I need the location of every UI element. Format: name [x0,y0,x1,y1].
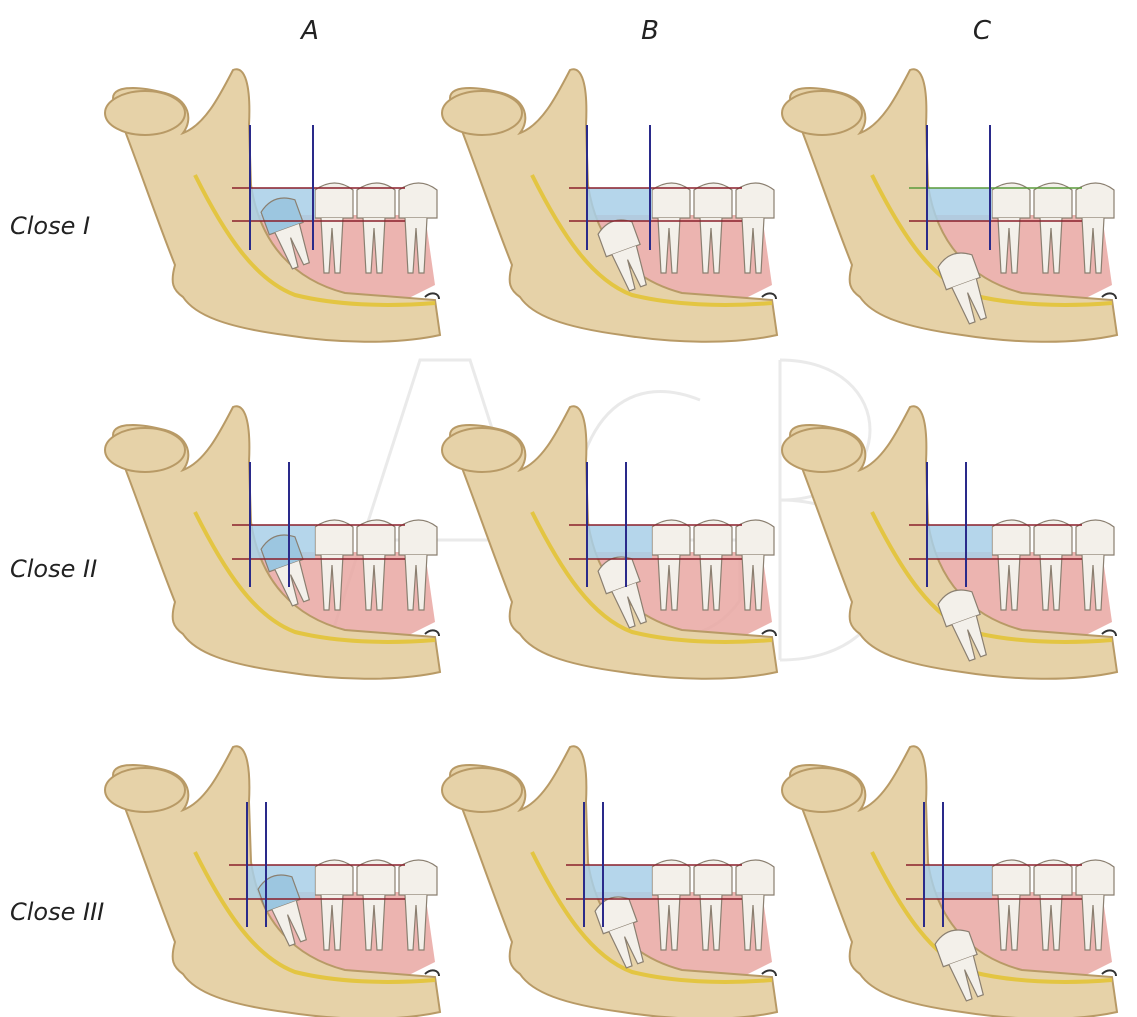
ramus-space [924,865,992,899]
ramus-space [927,188,992,221]
condyle [442,768,522,812]
jaw-panel-class-iii-b [442,746,777,1017]
mental-foramen [1102,970,1116,976]
jaw-panel-class-ii-b [442,406,777,679]
condyle [782,91,862,135]
jaw-panel-class-ii-c [782,406,1117,679]
mental-foramen [1102,293,1116,299]
mental-foramen [425,970,439,976]
mental-foramen [762,630,776,636]
ramus-space [587,188,652,221]
condyle [105,91,185,135]
column-label-c: C [962,16,1002,46]
column-label-a: A [290,16,330,46]
condyle [442,428,522,472]
condyle [442,91,522,135]
condyle [782,768,862,812]
condyle [105,768,185,812]
jaw-panel-class-ii-a [105,406,440,679]
mental-foramen [425,293,439,299]
mental-foramen [762,970,776,976]
condyle [782,428,862,472]
row-label-close-ii: Close II [10,555,150,583]
mental-foramen [425,630,439,636]
jaw-panel-class-iii-c [782,746,1117,1017]
jaw-panel-class-i-a [105,69,440,342]
jaw-panel-class-i-c [782,69,1117,342]
ramus-space [927,525,992,559]
row-label-close-iii: Close III [10,898,150,926]
mental-foramen [762,293,776,299]
ramus-space [587,525,652,559]
column-label-b: B [630,16,670,46]
mental-foramen [1102,630,1116,636]
ramus-space [584,865,652,899]
condyle [105,428,185,472]
jaw-panel-class-iii-a [105,746,440,1017]
row-label-close-i: Close I [10,212,150,240]
jaw-panel-class-i-b [442,69,777,342]
